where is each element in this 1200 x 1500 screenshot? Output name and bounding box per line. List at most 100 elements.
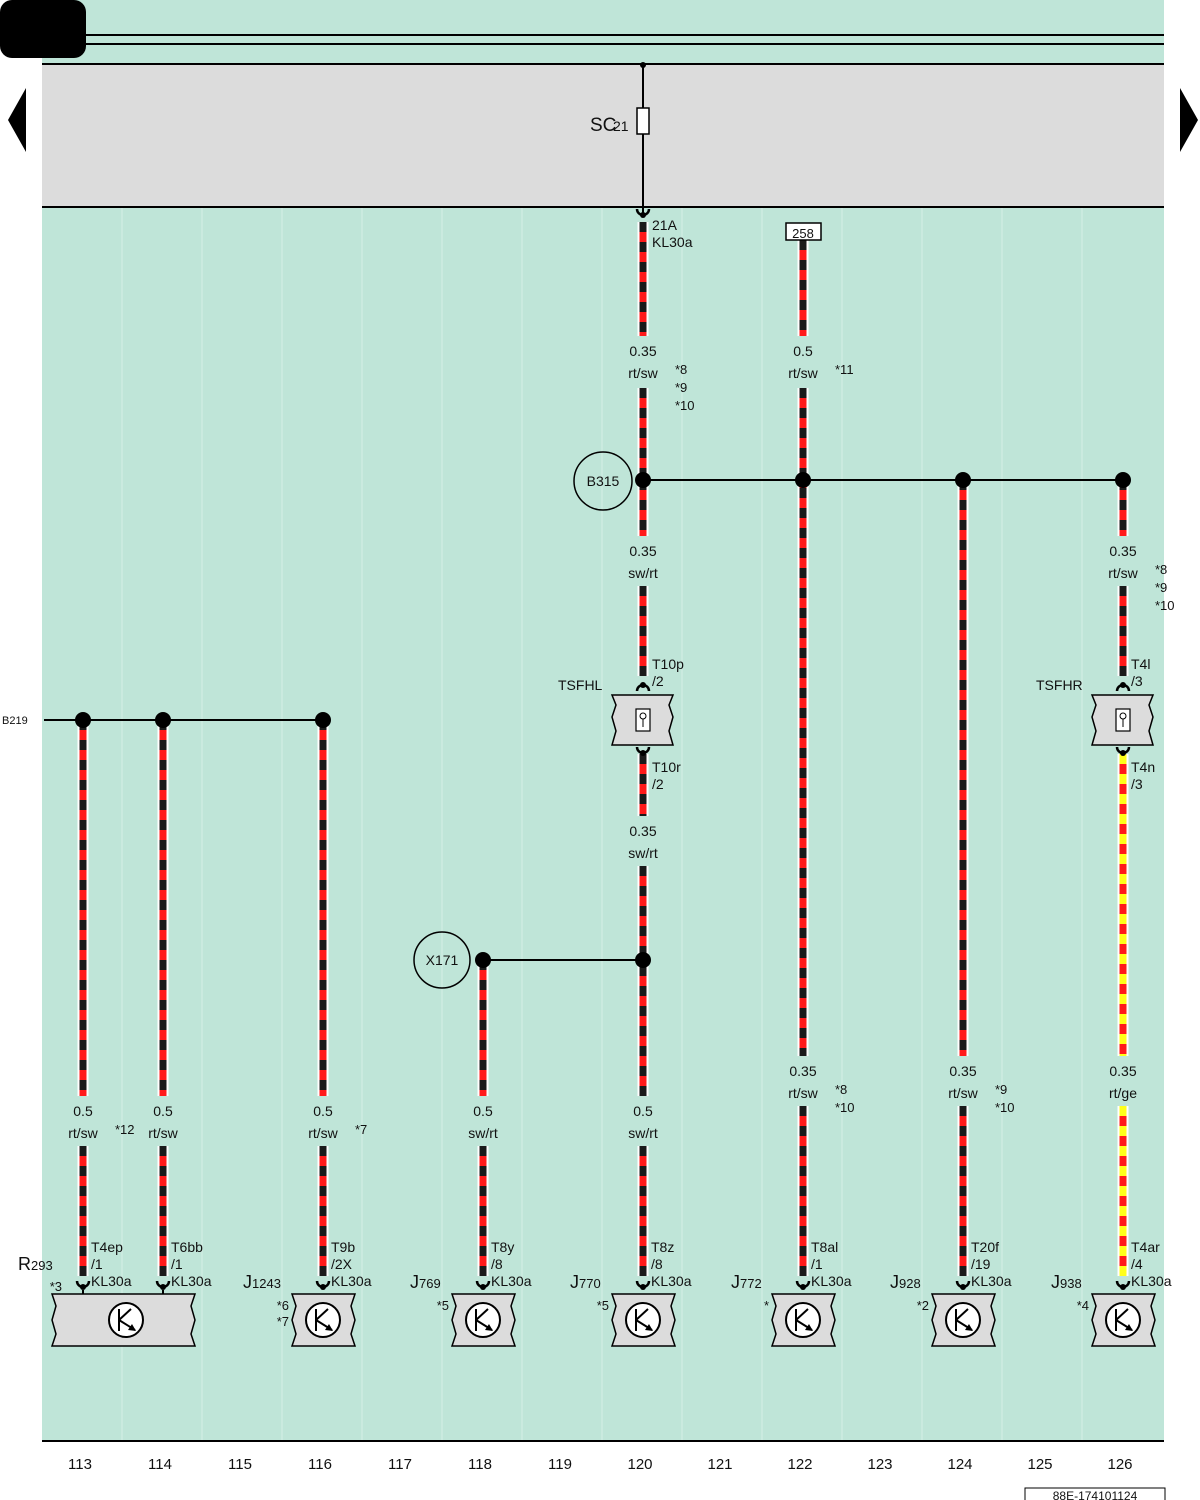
grid-dividers — [121, 207, 1083, 1440]
grid-number: 117 — [388, 1456, 412, 1473]
connector-t4n-terminal — [1115, 746, 1131, 756]
wire-size-label: 0.5 — [153, 1103, 173, 1119]
wire-color-label: rt/sw — [68, 1125, 98, 1141]
tsfhr-label: TSFHR — [1036, 677, 1083, 693]
wire-note-label: *10 — [675, 398, 695, 413]
component-note: *4 — [1077, 1298, 1089, 1313]
connector-21a-label: KL30a — [652, 234, 693, 250]
control-unit-j772 — [770, 1293, 837, 1347]
connector-pin-label: /1 — [91, 1256, 103, 1272]
header-tab — [0, 0, 86, 58]
wires-layer — [77, 222, 1129, 1276]
connector-21a-terminal — [635, 208, 651, 218]
wire-size-label: 0.5 — [313, 1103, 333, 1119]
control-unit-j928 — [930, 1293, 997, 1347]
connector-258-label: 258 — [792, 226, 814, 241]
component-note: *5 — [437, 1298, 449, 1313]
wire-note-label: *8 — [675, 362, 687, 377]
connector-pin-label: /8 — [651, 1256, 663, 1272]
connector-terminal — [635, 1280, 651, 1290]
wire-color-label: sw/rt — [468, 1125, 498, 1141]
grid-number: 118 — [468, 1456, 492, 1473]
grid-number: 116 — [308, 1456, 332, 1473]
connector-pin-label: KL30a — [971, 1273, 1012, 1289]
component-label: J928 — [890, 1272, 921, 1292]
component-label: J770 — [570, 1272, 601, 1292]
junction-x171-circle — [413, 931, 471, 989]
component-note: *6 — [277, 1298, 289, 1313]
wire-size-label: 0.35 — [629, 543, 656, 559]
connector-pin-label: T4ar — [1131, 1239, 1160, 1255]
connector-21a-label: 21A — [652, 217, 678, 233]
wire-note-label: *10 — [995, 1100, 1015, 1115]
grid-number: 124 — [947, 1456, 972, 1473]
wire-note-label: *10 — [835, 1100, 855, 1115]
doc-id-box — [1024, 1487, 1166, 1500]
component-label: R293 — [18, 1254, 53, 1274]
tsfhl-label: TSFHL — [558, 677, 603, 693]
connector-pin-label: /1 — [811, 1256, 823, 1272]
wire-color-label: rt/ge — [1109, 1085, 1137, 1101]
control-unit-r293 — [50, 1293, 197, 1347]
control-unit-j1243 — [290, 1293, 357, 1347]
connector-pin-label: KL30a — [651, 1273, 692, 1289]
wire-note-label: *12 — [115, 1122, 135, 1137]
connector-terminal — [475, 1280, 491, 1290]
connector-terminal — [75, 1280, 91, 1290]
tsfhr-component — [1090, 694, 1155, 746]
connector-pin-label: KL30a — [171, 1273, 212, 1289]
junction-b315-label: B315 — [587, 473, 620, 489]
connector-t10r-label: T10r — [652, 759, 681, 775]
wire-note-label: *9 — [1155, 580, 1167, 595]
grid-number: 126 — [1107, 1456, 1132, 1473]
component-label: J769 — [410, 1272, 441, 1292]
control-unit-j938 — [1090, 1293, 1157, 1347]
wire-note-label: *11 — [835, 362, 854, 377]
connector-t4l-label: /3 — [1131, 673, 1143, 689]
wire-size-label: 0.5 — [73, 1103, 93, 1119]
connector-pin-label: T8al — [811, 1239, 838, 1255]
connector-t10p-label: /2 — [652, 673, 664, 689]
connector-t10p-terminal — [635, 682, 651, 692]
connector-pin-label: T9b — [331, 1239, 355, 1255]
wire-color-label: rt/sw — [308, 1125, 338, 1141]
next-page-arrow-icon[interactable] — [1180, 88, 1198, 152]
wire-note-label: *9 — [675, 380, 687, 395]
wire-size-label: 0.5 — [633, 1103, 653, 1119]
connector-pin-label: /4 — [1131, 1256, 1143, 1272]
wire-color-label: rt/sw — [1108, 565, 1138, 581]
wire-size-label: 0.35 — [629, 823, 656, 839]
wire-size-label: 0.35 — [1109, 543, 1136, 559]
control-unit-j770 — [610, 1293, 677, 1347]
connector-pin-label: T20f — [971, 1239, 999, 1255]
fuse-label: SC — [590, 115, 616, 136]
connector-t10p-label: T10p — [652, 656, 684, 672]
junction-b315-circle — [573, 451, 633, 511]
component-label: J1243 — [243, 1272, 281, 1292]
connector-pin-label: /2X — [331, 1256, 353, 1272]
component-note: *5 — [597, 1298, 609, 1313]
connector-terminal — [315, 1280, 331, 1290]
connector-t4l-terminal — [1115, 682, 1131, 692]
connector-pin-label: KL30a — [91, 1273, 132, 1289]
connector-pin-label: T8y — [491, 1239, 514, 1255]
component-label: J772 — [731, 1272, 762, 1292]
wire-note-label: *8 — [1155, 562, 1167, 577]
wire-color-label: rt/sw — [148, 1125, 178, 1141]
node-dots — [75, 472, 1131, 968]
wire-size-label: 0.35 — [949, 1063, 976, 1079]
control-units-layer — [50, 1290, 1157, 1347]
prev-page-arrow-icon[interactable] — [8, 88, 26, 152]
connector-terminal — [795, 1280, 811, 1290]
wire-note-label: *7 — [355, 1122, 367, 1137]
grid-number: 122 — [787, 1456, 812, 1473]
wire-size-label: 0.35 — [629, 343, 656, 359]
connector-pin-label: KL30a — [491, 1273, 532, 1289]
connector-pin-label: /8 — [491, 1256, 503, 1272]
grid-number: 114 — [148, 1456, 172, 1473]
wire-color-label: rt/sw — [788, 1085, 818, 1101]
component-label: J938 — [1051, 1272, 1082, 1292]
wire-note-label: *9 — [995, 1082, 1007, 1097]
connector-pin-label: KL30a — [811, 1273, 852, 1289]
